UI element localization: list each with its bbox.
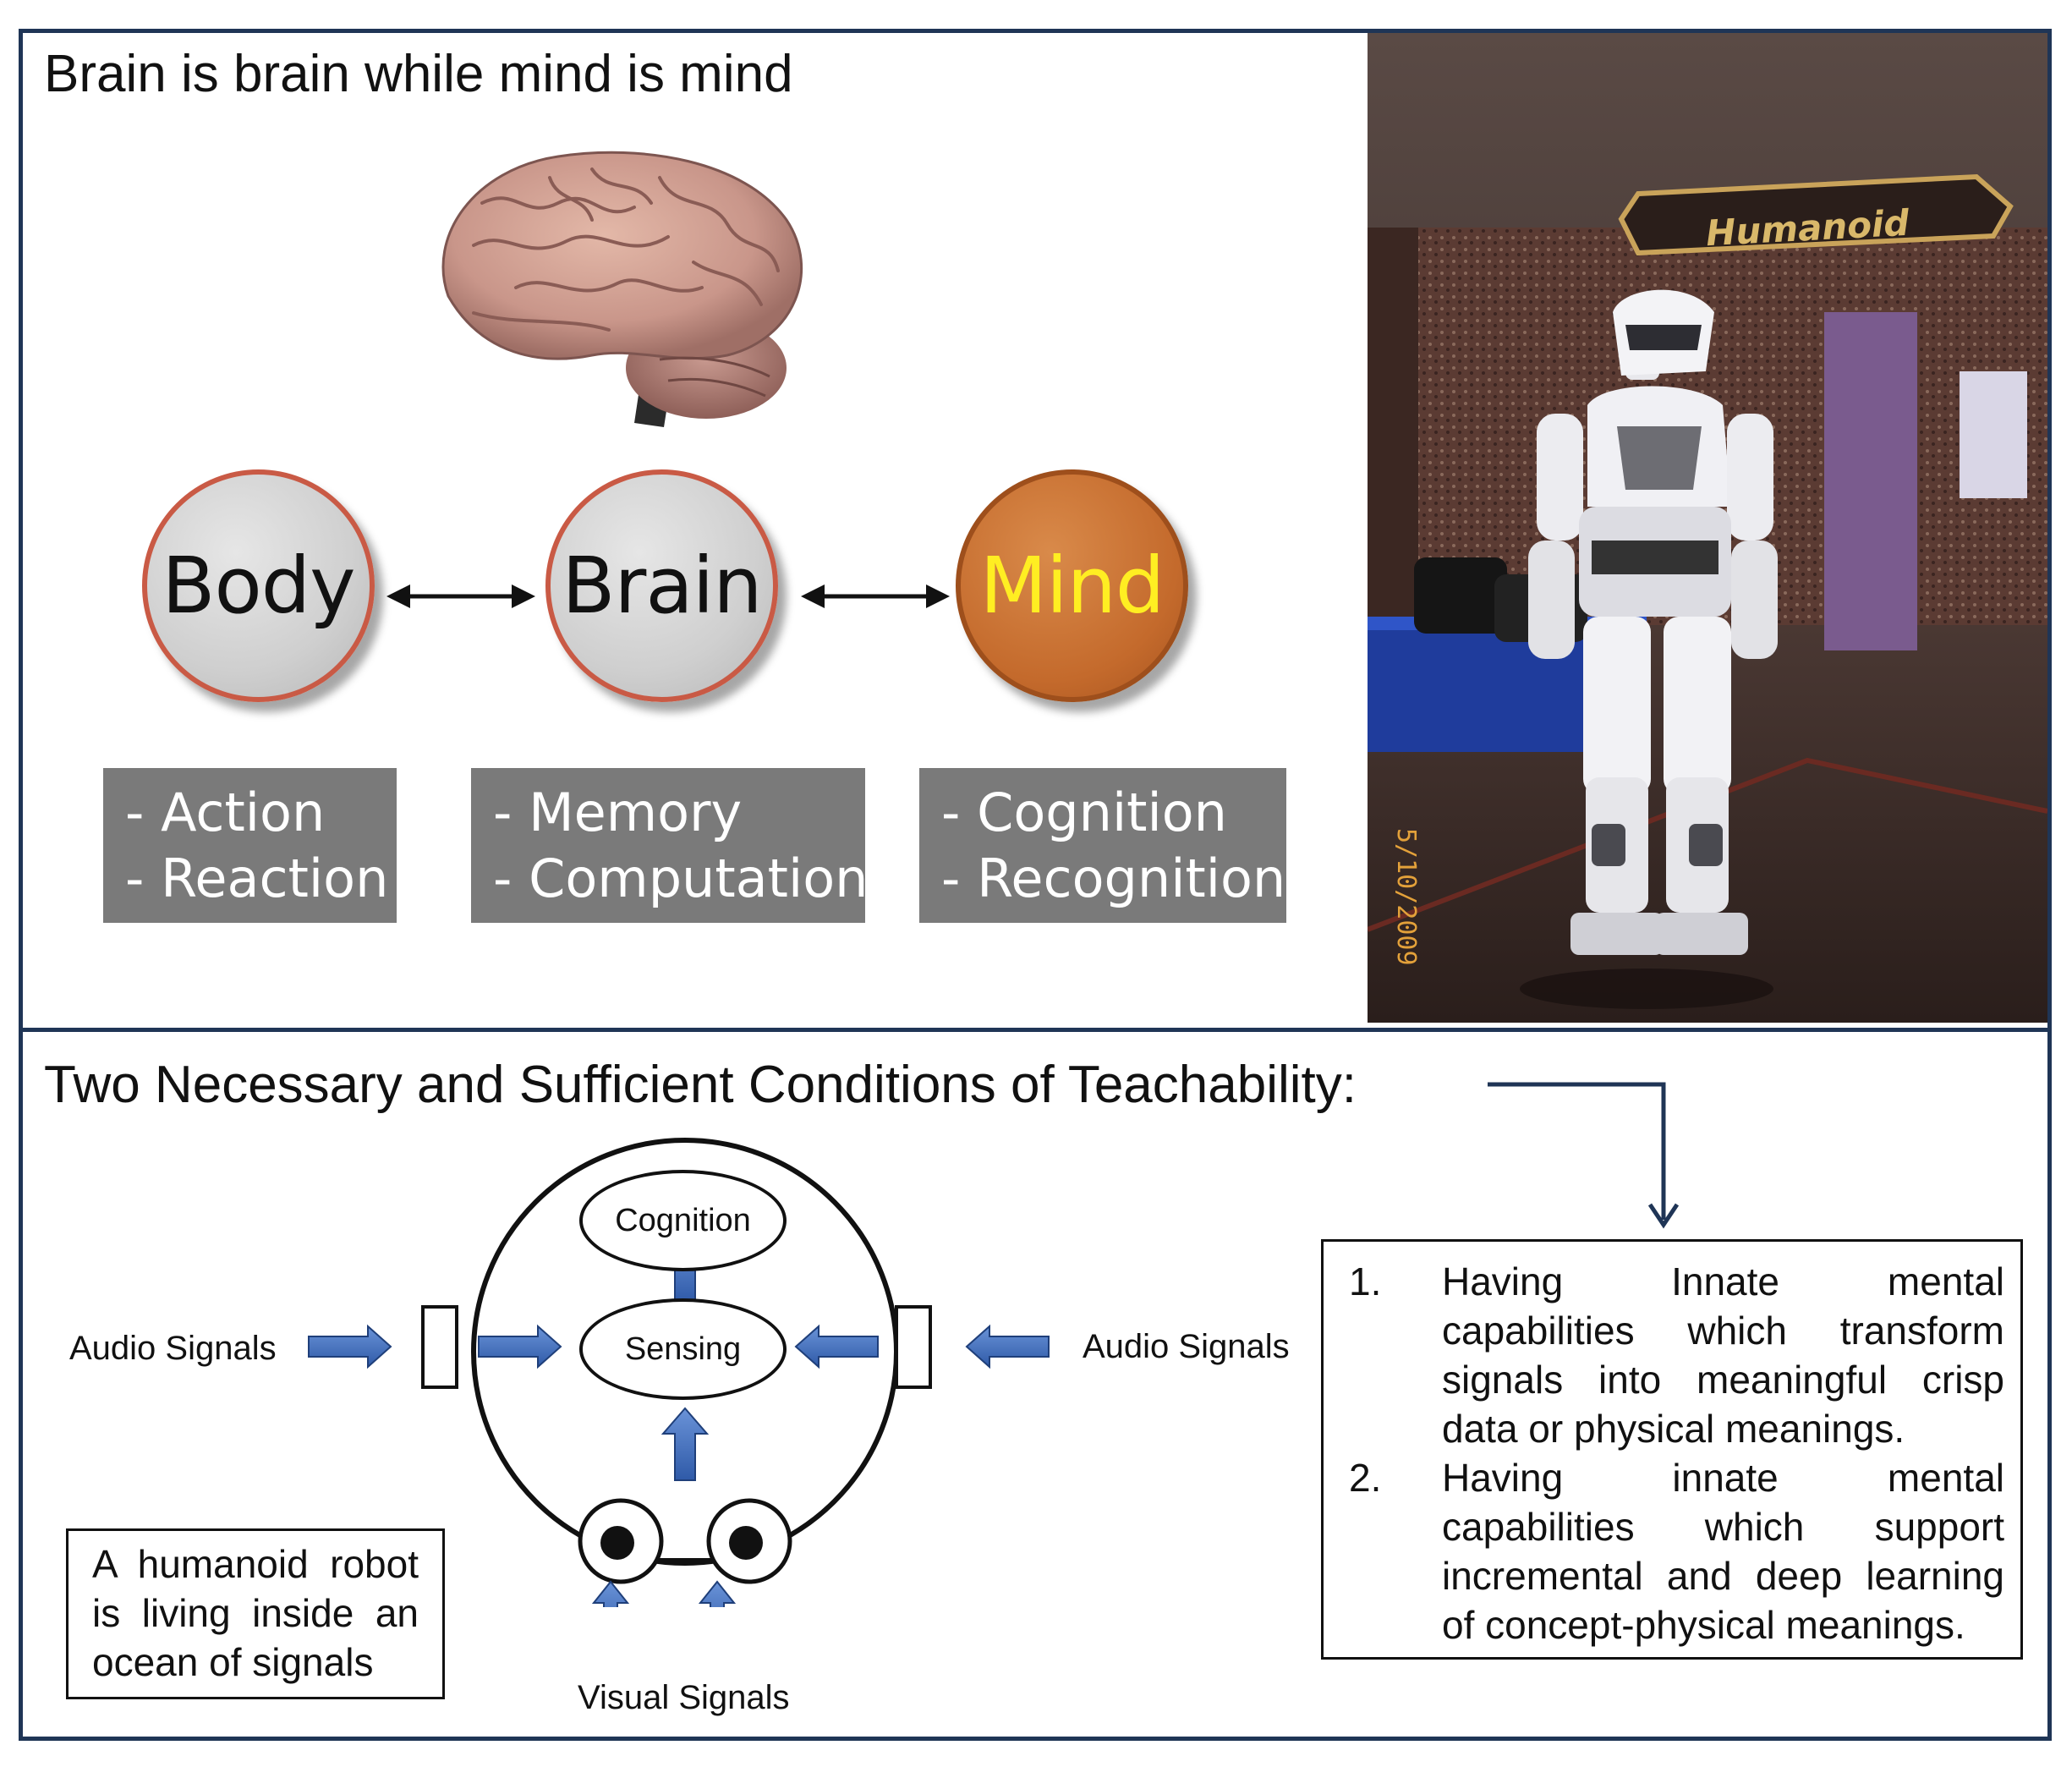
top-panel-title: Brain is brain while mind is mind: [44, 45, 793, 103]
ocean-of-signals-note: A humanoid robot is living inside an oce…: [66, 1528, 445, 1699]
brain-illustration: [441, 151, 803, 427]
audio-left-outer-arrow: [308, 1324, 392, 1369]
sensing-node: Sensing: [579, 1298, 787, 1400]
audio-left-inner-arrow: [478, 1324, 562, 1369]
left-ear-receptor: [421, 1305, 458, 1389]
visual-right-arrow: [698, 1580, 737, 1607]
bottom-panel-title: Two Necessary and Sufficient Conditions …: [44, 1056, 1357, 1114]
mind-function-2: - Recognition: [941, 848, 1286, 909]
body-circle: Body: [142, 469, 375, 702]
eyes-to-sensing-arrow: [661, 1407, 710, 1481]
brain-circle: Brain: [545, 469, 778, 702]
audio-right-outer-arrow: [965, 1324, 1050, 1369]
visual-left-arrow: [591, 1580, 630, 1607]
audio-signals-left-label: Audio Signals: [69, 1330, 277, 1367]
robot-figure: [1520, 289, 1778, 1009]
mind-functions-box: - Cognition - Recognition: [919, 768, 1286, 923]
condition-text-2: Having innate mental capabilities which …: [1442, 1456, 2004, 1647]
photo-date-stamp: 5/10/2009: [1391, 828, 1421, 966]
brain-functions-box: - Memory - Computation: [471, 768, 869, 923]
conditions-box: 1. Having Innate mental capabilities whi…: [1321, 1239, 2023, 1660]
visual-signals-label: Visual Signals: [578, 1679, 790, 1716]
body-functions-box: - Action - Reaction: [103, 768, 397, 923]
brain-function-2: - Computation: [493, 848, 869, 909]
body-brain-arrow: [386, 584, 535, 608]
mind-function-1: - Cognition: [941, 782, 1227, 843]
body-function-2: - Reaction: [125, 848, 389, 909]
humanoid-robot-photo: Humanoid 5/10/2009: [1368, 33, 2047, 1023]
condition-text-1: Having Innate mental capabilities which …: [1442, 1259, 2004, 1451]
cognition-node: Cognition: [579, 1170, 787, 1271]
title-to-conditions-connector: [1488, 1082, 1680, 1229]
condition-number-2: 2.: [1349, 1456, 1382, 1500]
signal-diagram: [308, 1138, 1050, 1607]
audio-signals-right-label: Audio Signals: [1083, 1328, 1290, 1365]
right-ear-receptor: [895, 1305, 932, 1389]
audio-right-inner-arrow: [794, 1324, 879, 1369]
brain-function-1: - Memory: [493, 782, 743, 843]
condition-number-1: 1.: [1349, 1259, 1382, 1303]
mind-circle: Mind: [956, 469, 1188, 702]
body-function-1: - Action: [125, 782, 326, 843]
brain-mind-arrow: [801, 584, 950, 608]
